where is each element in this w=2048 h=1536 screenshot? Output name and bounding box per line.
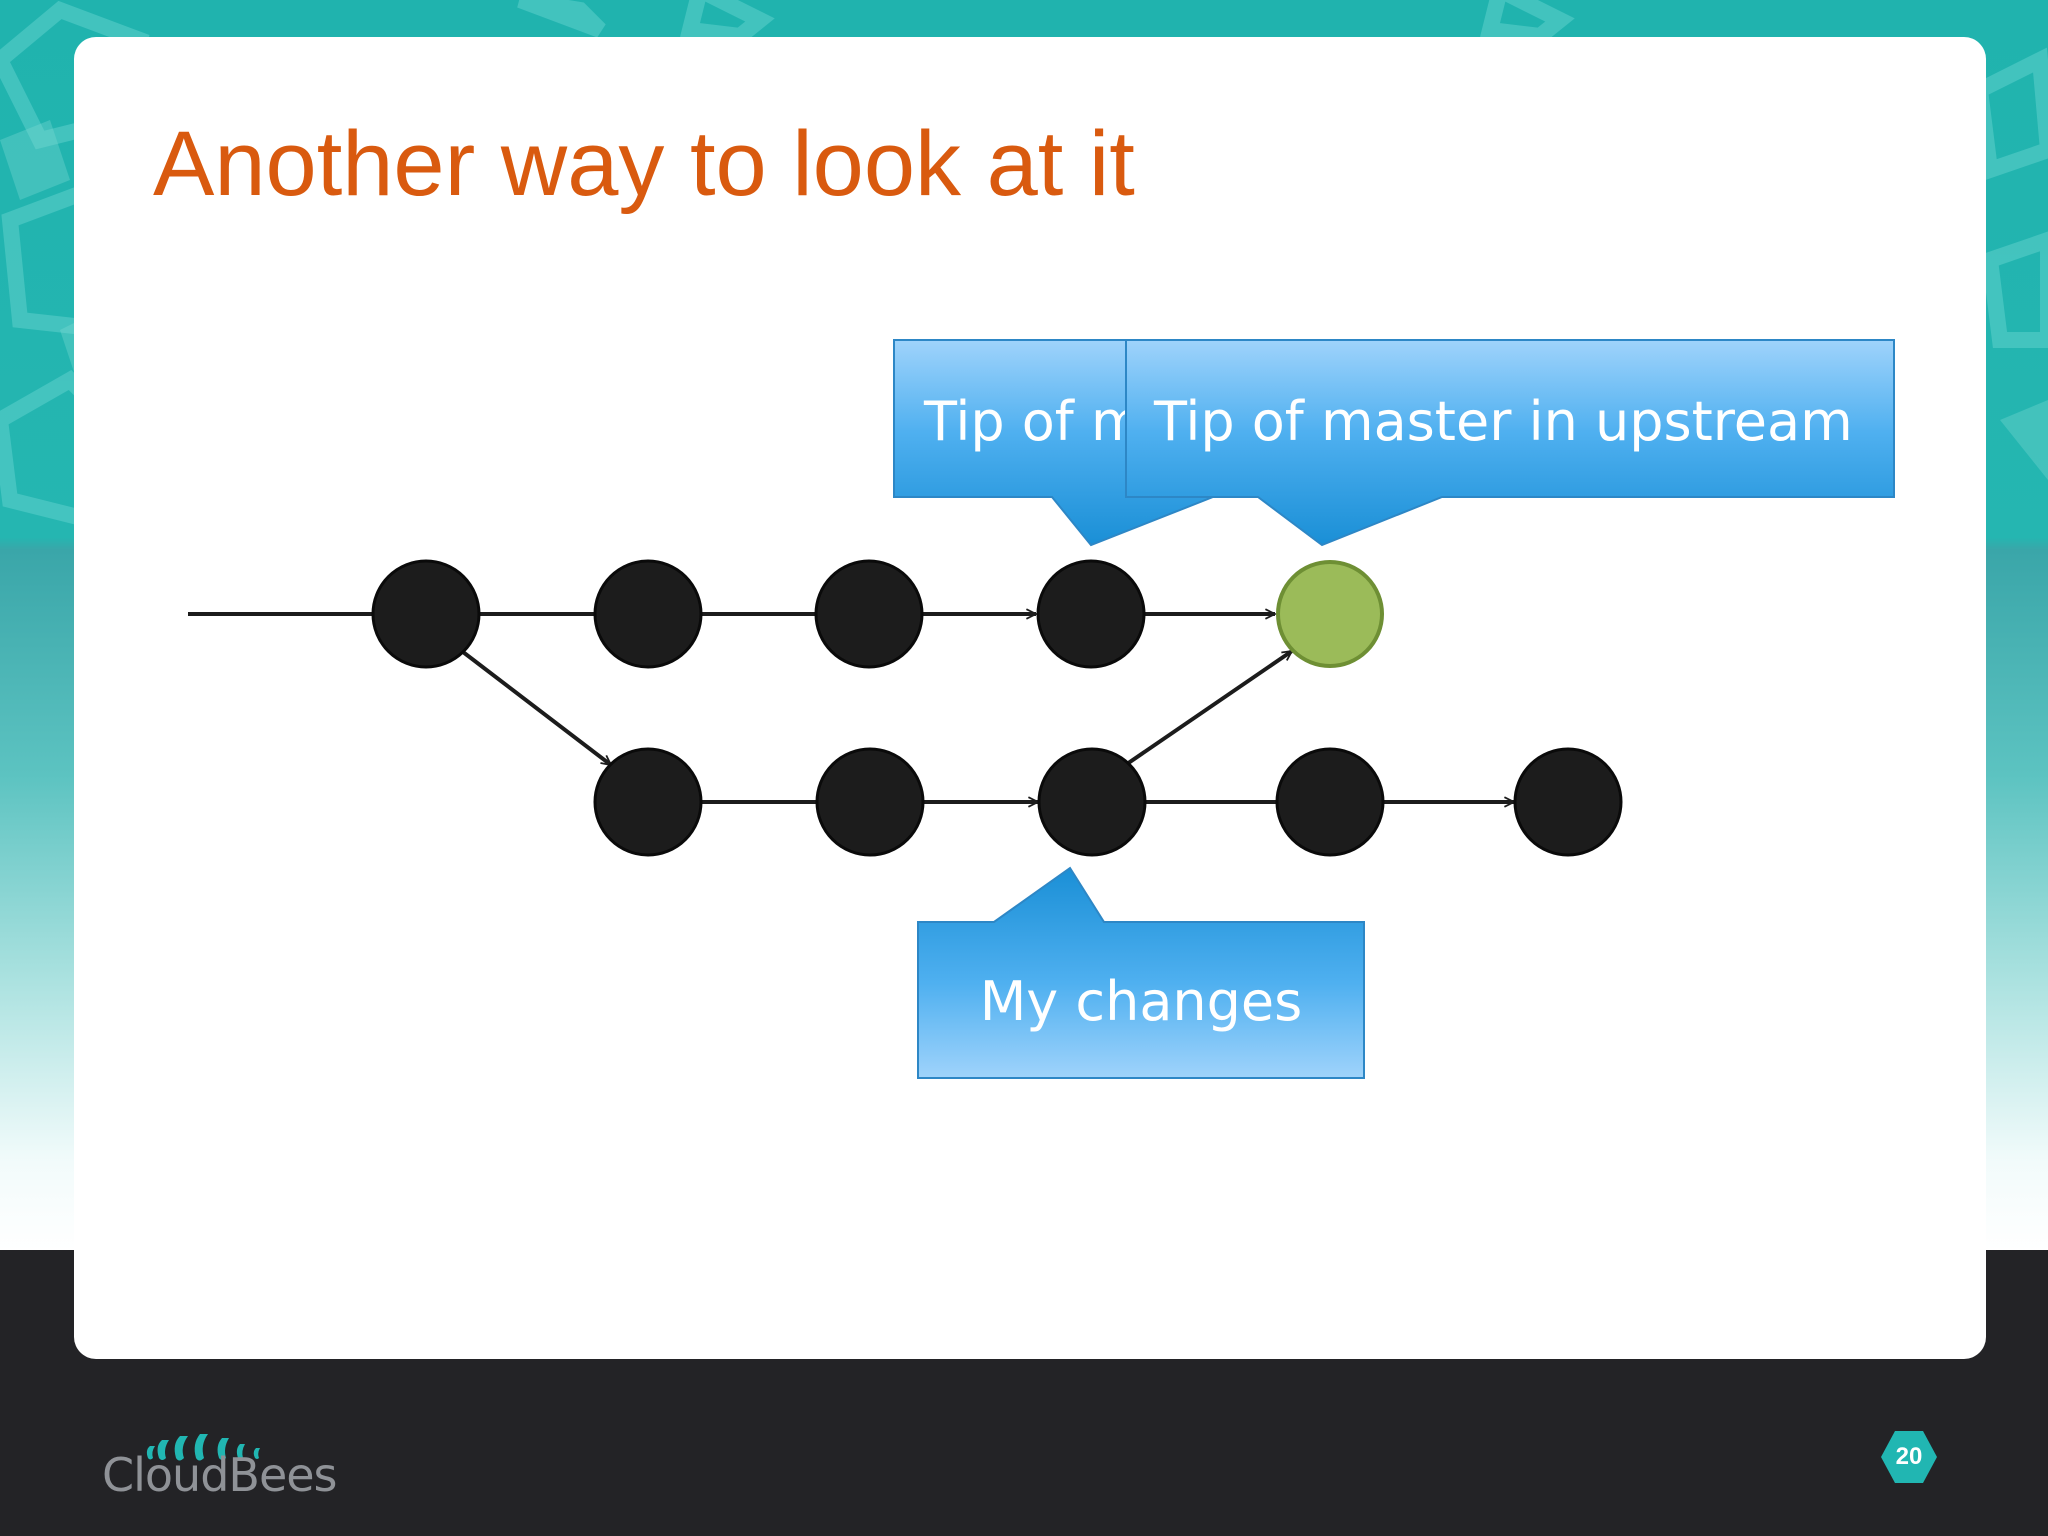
upstream-tip-node (1276, 560, 1384, 668)
commit-node (1036, 559, 1146, 669)
page-number: 20 (1895, 1443, 1923, 1470)
callout-my-changes: My changes (917, 866, 1365, 1079)
callout-upstream-text: Tip of master in upstream (1153, 390, 1853, 453)
branch-edge (461, 650, 611, 767)
commit-node (593, 559, 703, 669)
page-number-hexagon-icon (1881, 1431, 1937, 1483)
commit-node (593, 747, 703, 857)
callout-upstream: Tip of master in upstream (1125, 339, 1895, 547)
commit-node (1037, 747, 1147, 857)
slide-title: Another way to look at it (153, 113, 1135, 215)
commit-node (1275, 747, 1385, 857)
brand-name: CloudBees (102, 1448, 338, 1502)
cloudbees-logo-icon (146, 1434, 260, 1461)
commit-node (1513, 747, 1623, 857)
slide-card (74, 37, 1986, 1359)
callout-tip-of-master-text: Tip of master (923, 390, 1282, 453)
callout-my-changes-text: My changes (980, 970, 1303, 1033)
commit-node (371, 559, 481, 669)
commit-node (814, 559, 924, 669)
merge-edge (1122, 649, 1292, 768)
commit-node (815, 747, 925, 857)
commit-nodes (371, 559, 1623, 857)
